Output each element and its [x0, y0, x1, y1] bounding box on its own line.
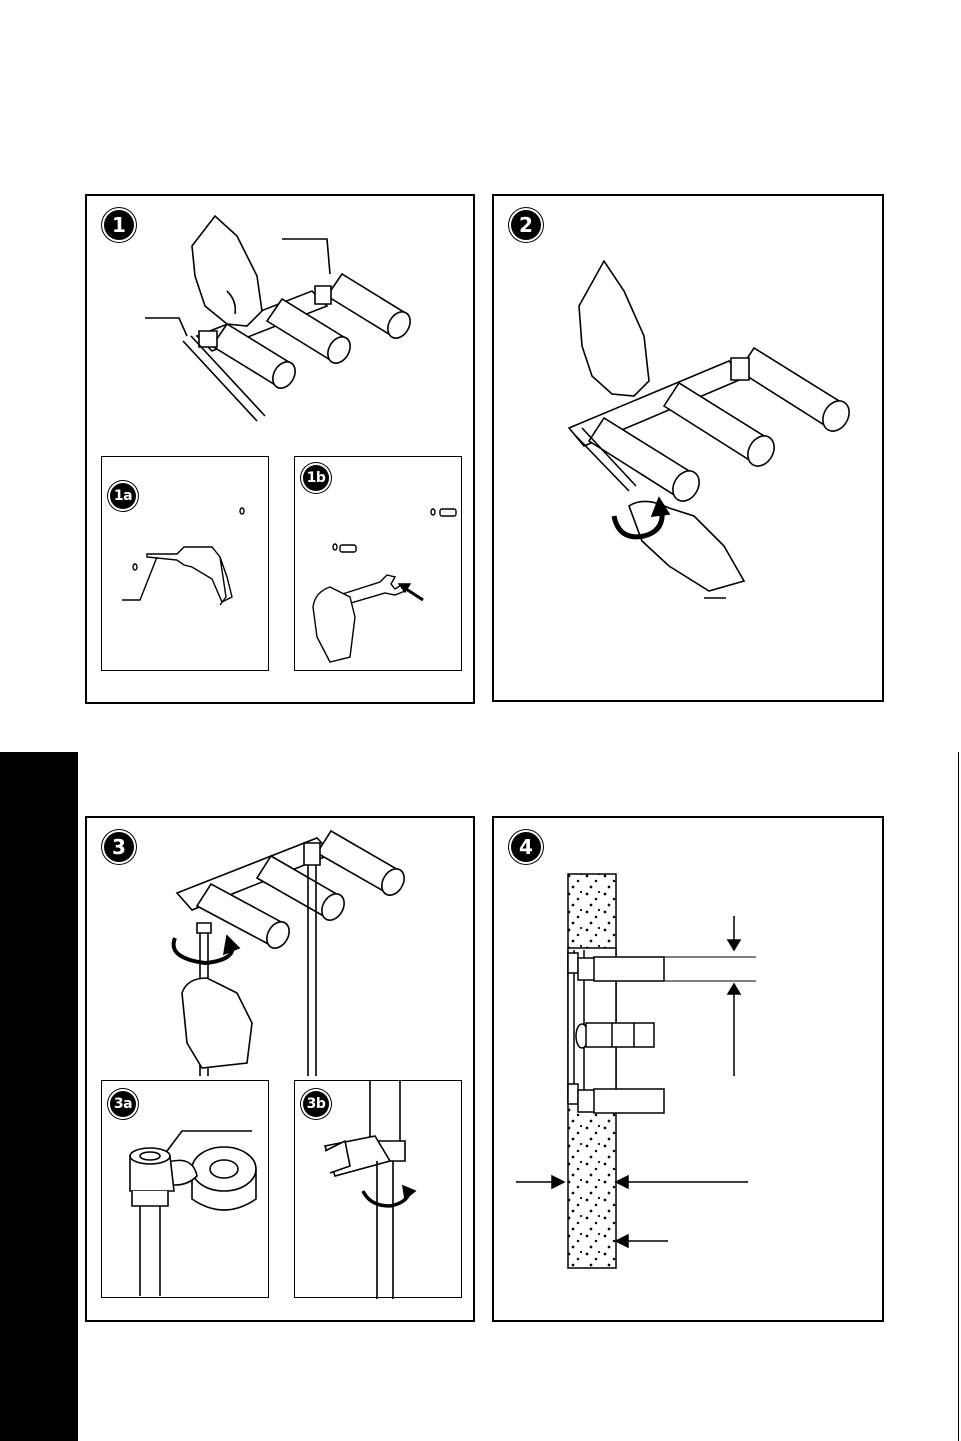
drill-icon — [147, 547, 232, 602]
hand-icon — [629, 501, 744, 591]
side-tab-bar — [0, 752, 78, 1441]
tightening-illustration — [494, 196, 886, 704]
step-1b-subpanel: 1b — [294, 456, 462, 671]
step-1-panel: 1 1a 1b — [85, 194, 475, 704]
step-3a-subpanel: 3a — [101, 1080, 269, 1298]
hand-icon — [182, 978, 252, 1068]
step-2-panel: 2 — [492, 194, 884, 702]
step-4-panel: 4 — [492, 816, 884, 1322]
hand-icon — [192, 216, 262, 326]
step-1a-subpanel: 1a — [101, 456, 269, 671]
step-3b-subpanel: 3b — [294, 1080, 462, 1298]
page-edge-rule — [958, 752, 959, 1441]
wrench-tightening-illustration — [295, 1081, 463, 1299]
hand-icon — [579, 261, 649, 396]
rotation-arrow-icon — [363, 1191, 410, 1206]
compression-fitting-illustration — [102, 1081, 270, 1299]
anchor-illustration — [295, 457, 463, 672]
step-3-panel: 3 3a 3b — [85, 816, 475, 1322]
drill-illustration — [102, 457, 270, 672]
wall-section-illustration — [494, 818, 886, 1324]
valve-body-illustration — [87, 196, 477, 436]
hand-icon — [313, 587, 355, 662]
